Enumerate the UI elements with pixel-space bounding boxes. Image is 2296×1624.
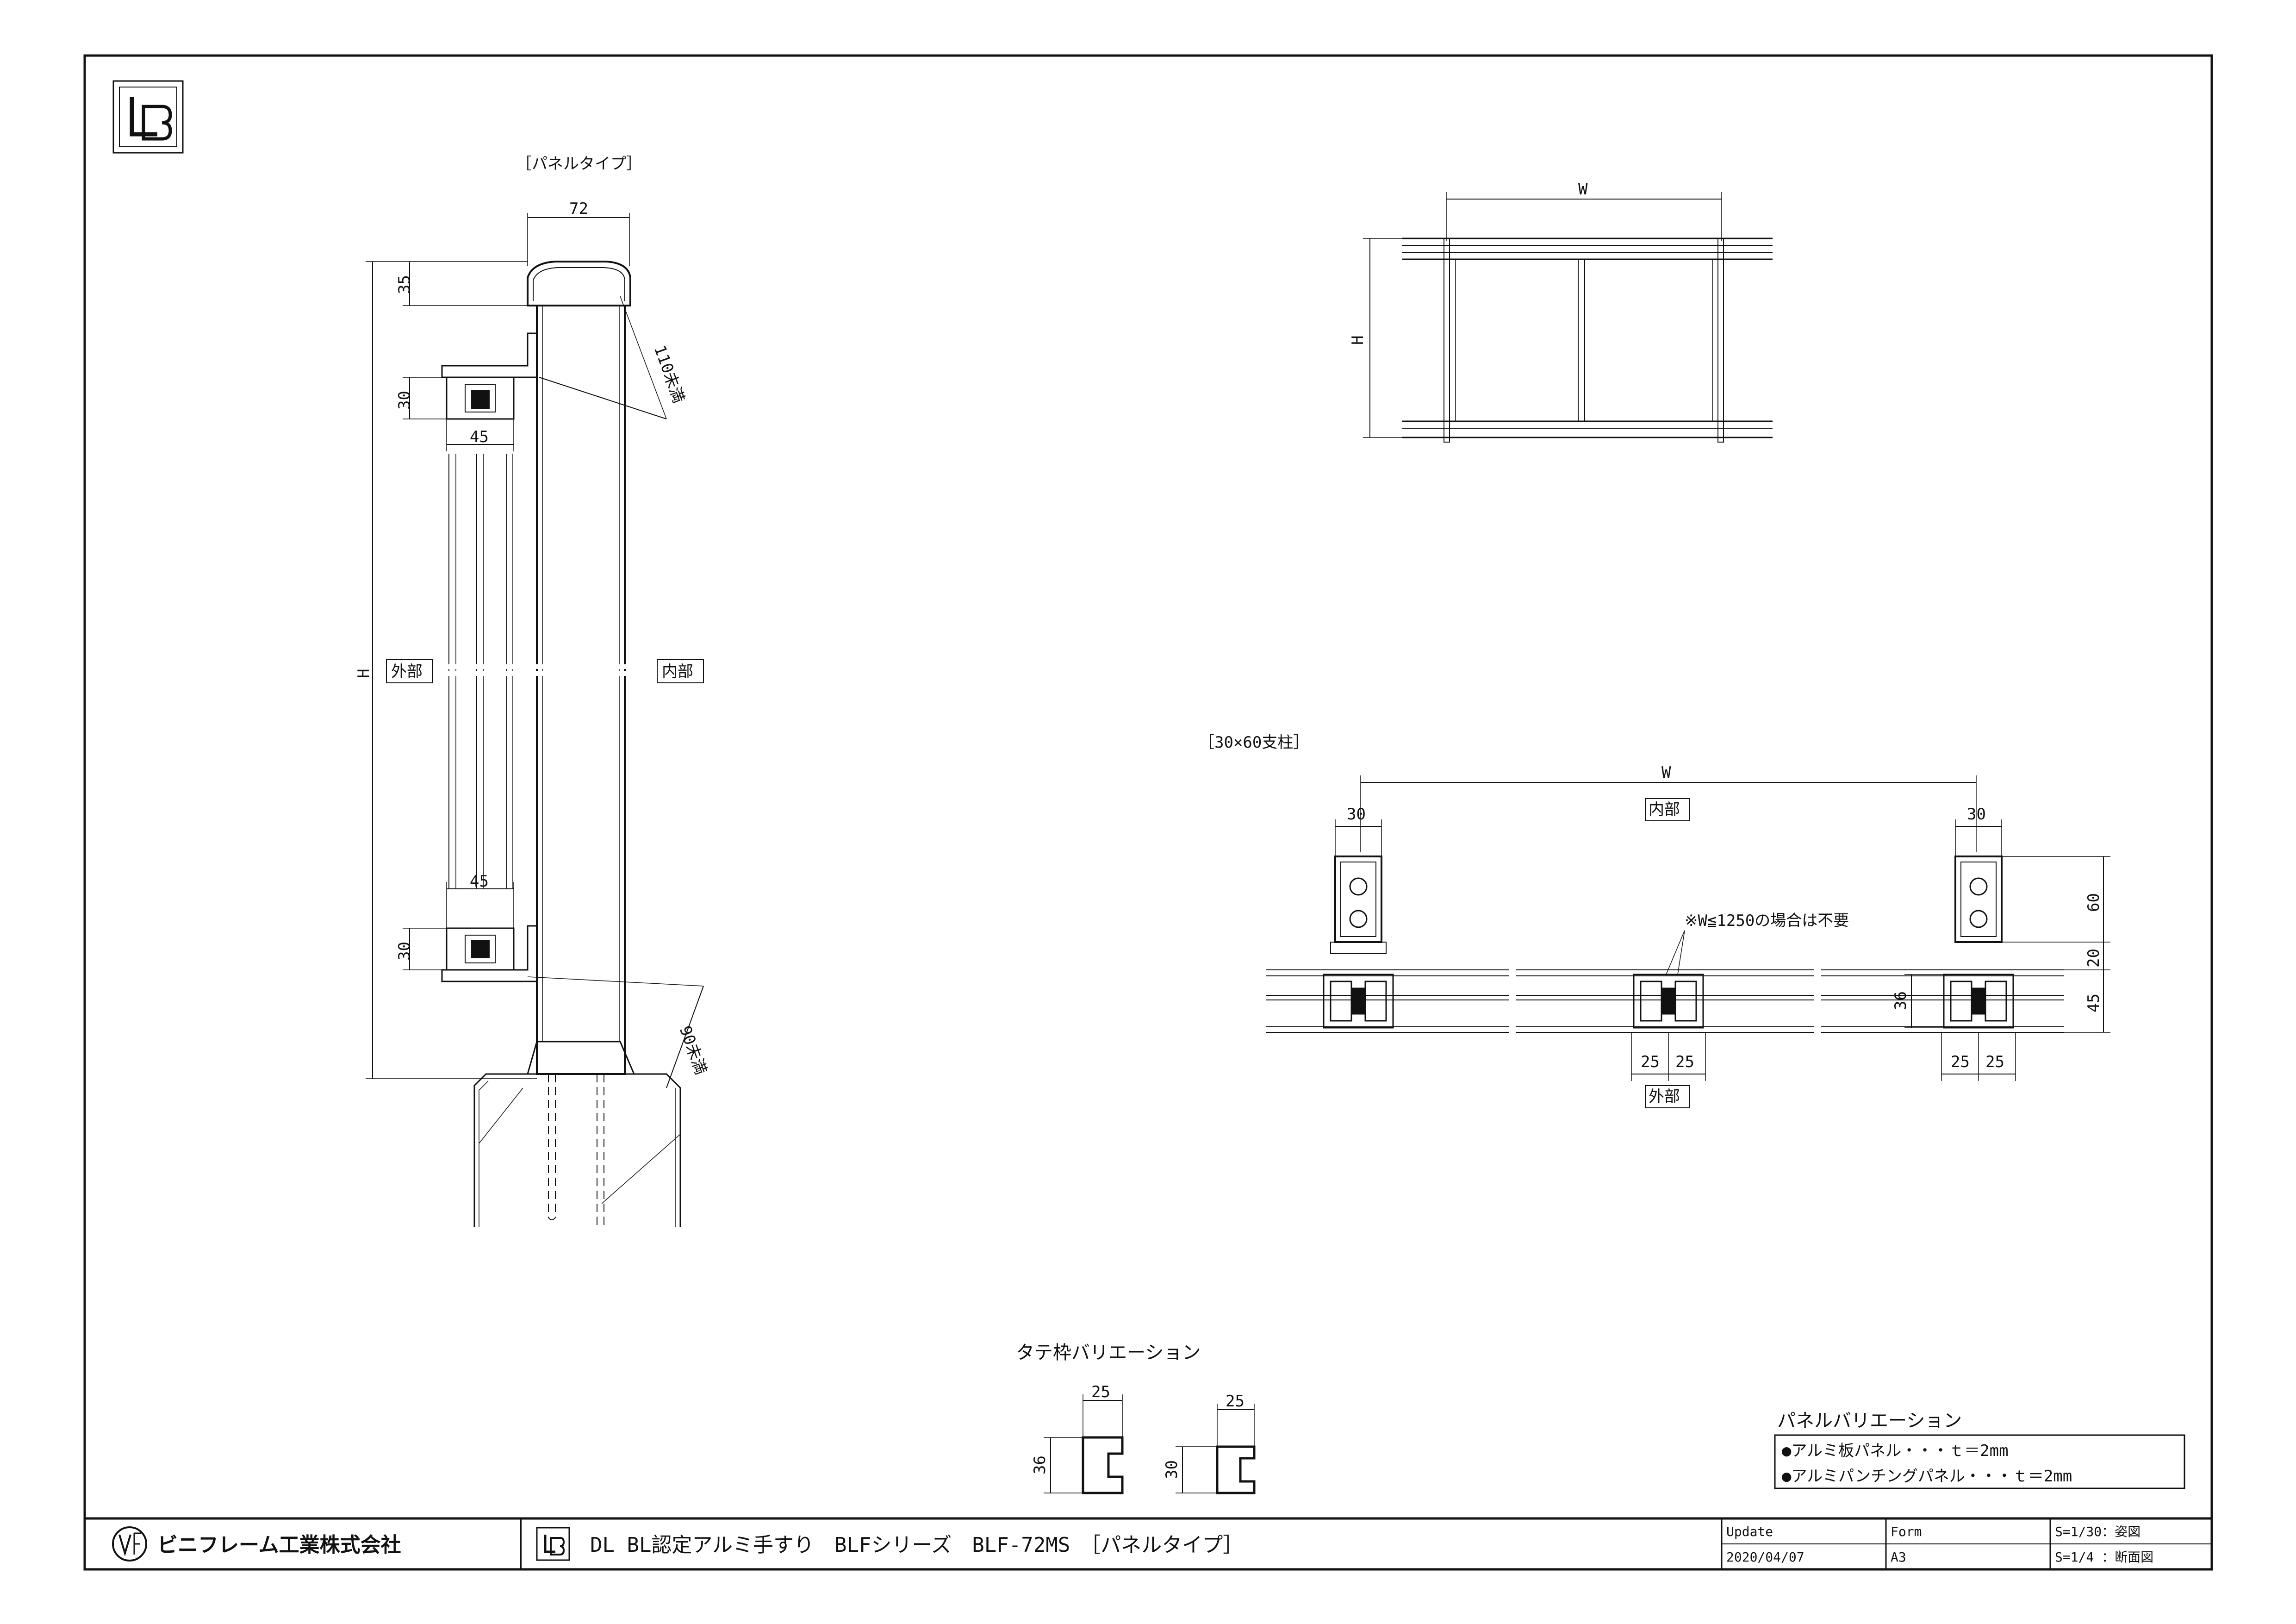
company-name: ビニフレーム工業株式会社: [157, 1533, 401, 1557]
dim-25-right-b: 25: [1985, 1053, 2004, 1071]
dim-H-left: H: [355, 669, 373, 678]
dim-30-upper: 30: [395, 391, 414, 410]
plan-section-drawing: ［30×60支柱］ W 内部 30 30 60 20: [1199, 733, 2110, 1108]
dim-35: 35: [395, 275, 414, 294]
drawing-title: DL BL認定アルミ手すり BLFシリーズ BLF-72MS ［パネルタイプ］: [590, 1533, 1243, 1557]
form-label: Form: [1891, 1524, 1922, 1539]
lb-small-logo-icon: [536, 1527, 570, 1561]
panel-variation-item-1: ●アルミ板パネル・・・ｔ＝2mm: [1782, 1442, 2009, 1460]
panel-variation: パネルバリエーション ●アルミ板パネル・・・ｔ＝2mm ●アルミパンチングパネル…: [1774, 1410, 2185, 1489]
dim-20: 20: [2084, 949, 2103, 968]
dim-25-center-b: 25: [1675, 1053, 1694, 1071]
note-w: ※W≦1250の場合は不要: [1685, 912, 1849, 930]
dim-30-right-post: 30: [1967, 805, 1986, 824]
dim-45-upper: 45: [470, 428, 489, 446]
dim-72: 72: [569, 200, 588, 218]
frame-profile-right: [1943, 974, 2014, 1029]
scale-2: S=1/4 ：断面図: [2055, 1549, 2153, 1565]
scale-1: S=1/30：姿図: [2055, 1524, 2140, 1539]
frame-profile-center: [1633, 974, 1704, 1029]
dim-90: 90未満: [676, 1024, 710, 1077]
sheet-border: [83, 54, 2213, 1571]
update-label: Update: [1726, 1524, 1773, 1539]
outside-label-plan: 外部: [1649, 1087, 1680, 1106]
frame-a-height: 36: [1031, 1455, 1049, 1474]
section-drawing: ［パネルタイプ］ 72 35 30: [355, 155, 710, 1227]
panel-type-label: ［パネルタイプ］: [516, 155, 642, 173]
lb-logo-icon: [112, 80, 184, 154]
panel-variation-item-2: ●アルミパンチングパネル・・・ｔ＝2mm: [1782, 1467, 2072, 1486]
dim-30-lower: 30: [395, 942, 414, 961]
dim-W-plan: W: [1661, 763, 1671, 782]
inside-label: 内部: [662, 662, 693, 681]
outside-label: 外部: [391, 662, 423, 681]
inside-label-plan: 内部: [1649, 800, 1680, 819]
dim-25-center-a: 25: [1641, 1053, 1660, 1071]
dim-110: 110未満: [650, 343, 688, 406]
form-value: A3: [1891, 1549, 1906, 1565]
dim-W-top: W: [1578, 180, 1588, 199]
frame-a-width: 25: [1091, 1383, 1110, 1401]
elevation-drawing: W H: [1349, 180, 1773, 443]
frame-b-height: 30: [1163, 1460, 1181, 1479]
dim-45-right: 45: [2084, 993, 2103, 1012]
dim-30-left-post: 30: [1347, 805, 1366, 824]
frame-b-width: 25: [1226, 1392, 1244, 1411]
panel-variation-title: パネルバリエーション: [1777, 1410, 1962, 1431]
dim-60: 60: [2084, 893, 2103, 912]
title-block: ビニフレーム工業株式会社 DL BL認定アルミ手すり BLFシリーズ BLF-7…: [85, 1517, 2212, 1569]
dim-H-elev: H: [1349, 336, 1367, 345]
dim-45-lower: 45: [470, 872, 489, 891]
frame-profile-left: [1323, 974, 1394, 1029]
frame-variation-title: タテ枠バリエーション: [1016, 1342, 1201, 1363]
update-date: 2020/04/07: [1726, 1549, 1804, 1565]
dim-36-plan: 36: [1892, 991, 1910, 1010]
company-mark-icon: [112, 1526, 147, 1562]
dim-25-right-a: 25: [1951, 1053, 1970, 1071]
post-label: ［30×60支柱］: [1199, 733, 1309, 752]
frame-variation: タテ枠バリエーション 25 36 25 30: [1016, 1342, 1256, 1494]
